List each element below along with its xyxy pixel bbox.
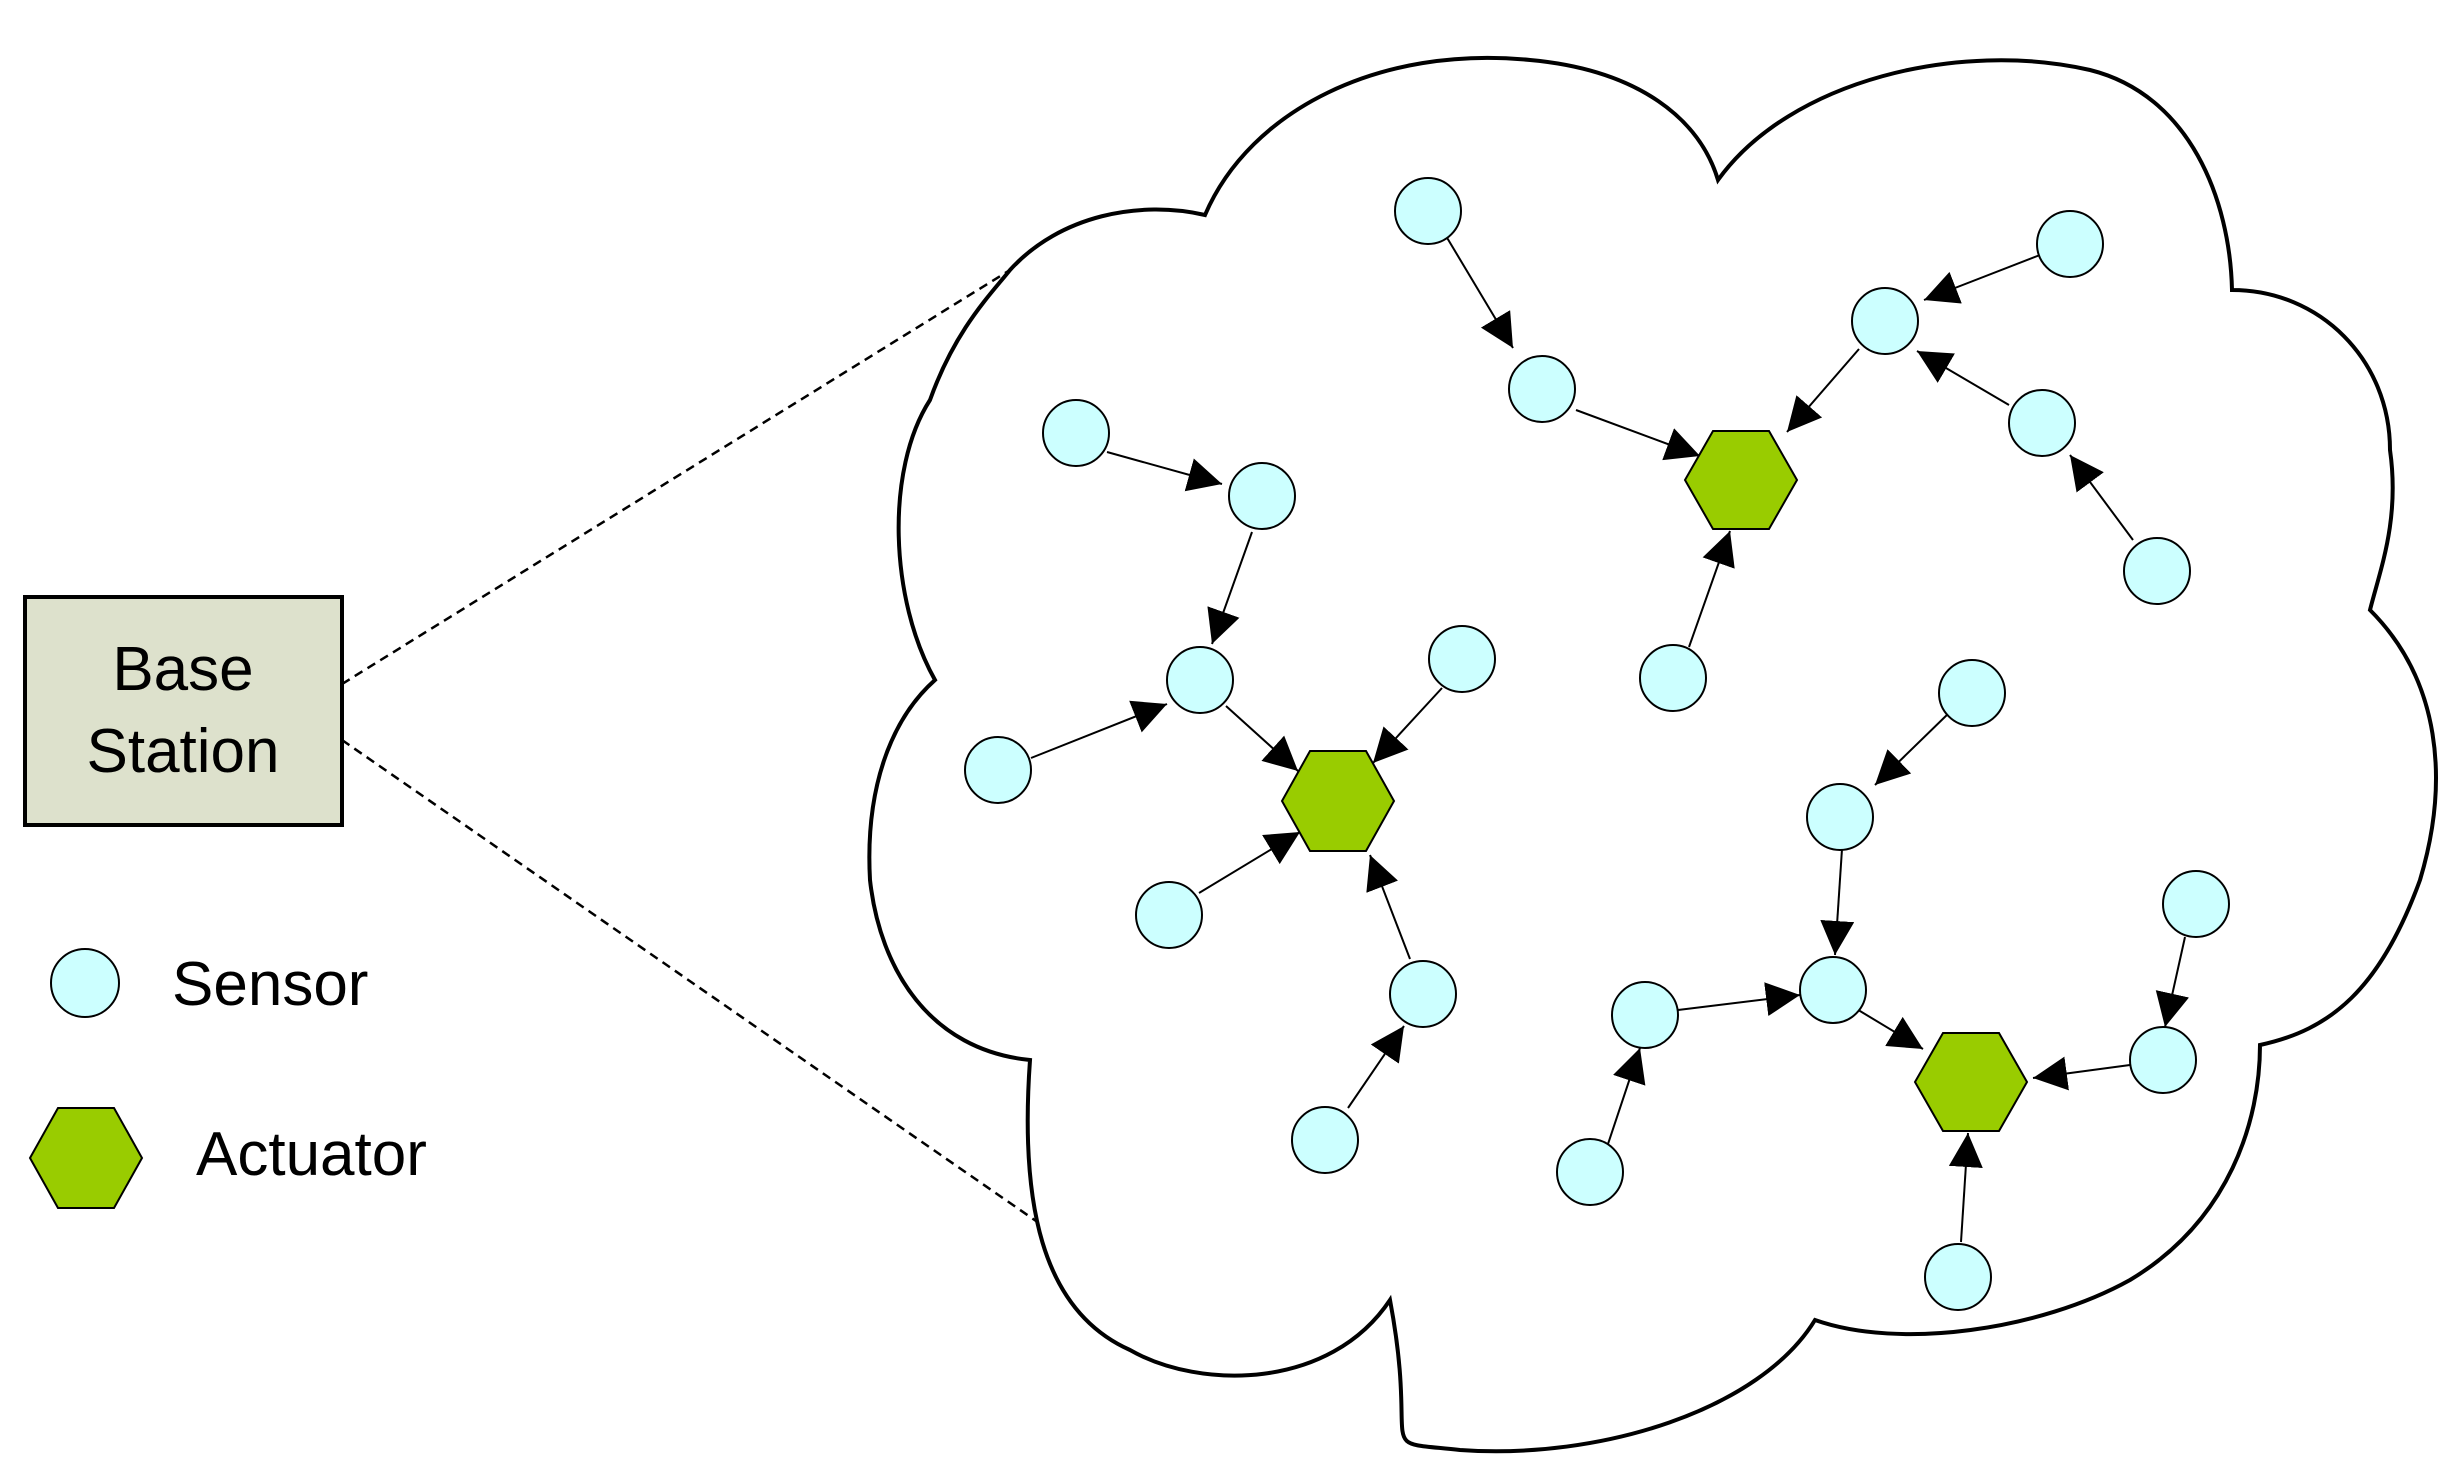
legend-sensor-icon — [50, 948, 120, 1018]
link — [1677, 982, 1801, 1017]
sensor — [1394, 177, 1462, 245]
link — [1923, 254, 2041, 304]
link — [2032, 1056, 2131, 1091]
base-station-line2: Station — [86, 717, 279, 786]
sensor — [2008, 389, 2076, 457]
actuator — [1280, 750, 1396, 852]
link — [1604, 1047, 1646, 1154]
link — [1874, 710, 1952, 786]
sensor — [1924, 1243, 1992, 1311]
link — [1820, 848, 1855, 956]
legend-actuator-icon — [28, 1107, 144, 1209]
sensor — [1166, 646, 1234, 714]
base-link-top — [341, 268, 1011, 686]
sensor — [1389, 960, 1457, 1028]
sensor — [1042, 399, 1110, 467]
links — [1030, 235, 2189, 1243]
link — [1688, 530, 1735, 648]
sensor — [964, 736, 1032, 804]
sensors — [964, 177, 2230, 1311]
sensor — [1291, 1106, 1359, 1174]
link — [1916, 350, 2010, 406]
sensor — [1428, 625, 1496, 693]
legend-sensor-label: Sensor — [172, 950, 368, 1019]
sensor — [1556, 1138, 1624, 1206]
sensor — [1135, 881, 1203, 949]
link — [1445, 235, 1514, 349]
link — [1347, 1025, 1405, 1109]
link — [1786, 348, 1860, 433]
legend: Sensor Actuator — [28, 948, 427, 1209]
link — [1106, 451, 1223, 492]
actuators — [1280, 430, 2029, 1132]
sensor — [1228, 462, 1296, 530]
link — [2155, 936, 2189, 1028]
base-station: Base Station — [23, 595, 344, 827]
actuator — [1913, 1032, 2029, 1132]
link — [1849, 1004, 1924, 1050]
link — [1198, 831, 1301, 894]
sensor — [2036, 210, 2104, 278]
sensor — [1938, 659, 2006, 727]
sensor — [2129, 1026, 2197, 1094]
legend-actuator-label: Actuator — [196, 1120, 427, 1189]
link — [1207, 531, 1253, 645]
sensor — [1799, 956, 1867, 1024]
link — [2069, 454, 2134, 541]
sensor — [1639, 644, 1707, 712]
link — [1225, 705, 1299, 772]
link — [1372, 687, 1443, 764]
sensor — [2123, 537, 2191, 605]
link — [1575, 409, 1701, 461]
base-station-line1: Base — [112, 635, 253, 704]
actuator — [1683, 430, 1799, 530]
sensor — [2162, 870, 2230, 938]
link — [1948, 1132, 1983, 1243]
sensor — [1611, 981, 1679, 1049]
sensor — [1806, 783, 1874, 851]
network-cloud — [867, 55, 2438, 1454]
sensor — [1851, 287, 1919, 355]
link — [1030, 700, 1168, 759]
sensor — [1508, 355, 1576, 423]
link — [1366, 854, 1411, 960]
